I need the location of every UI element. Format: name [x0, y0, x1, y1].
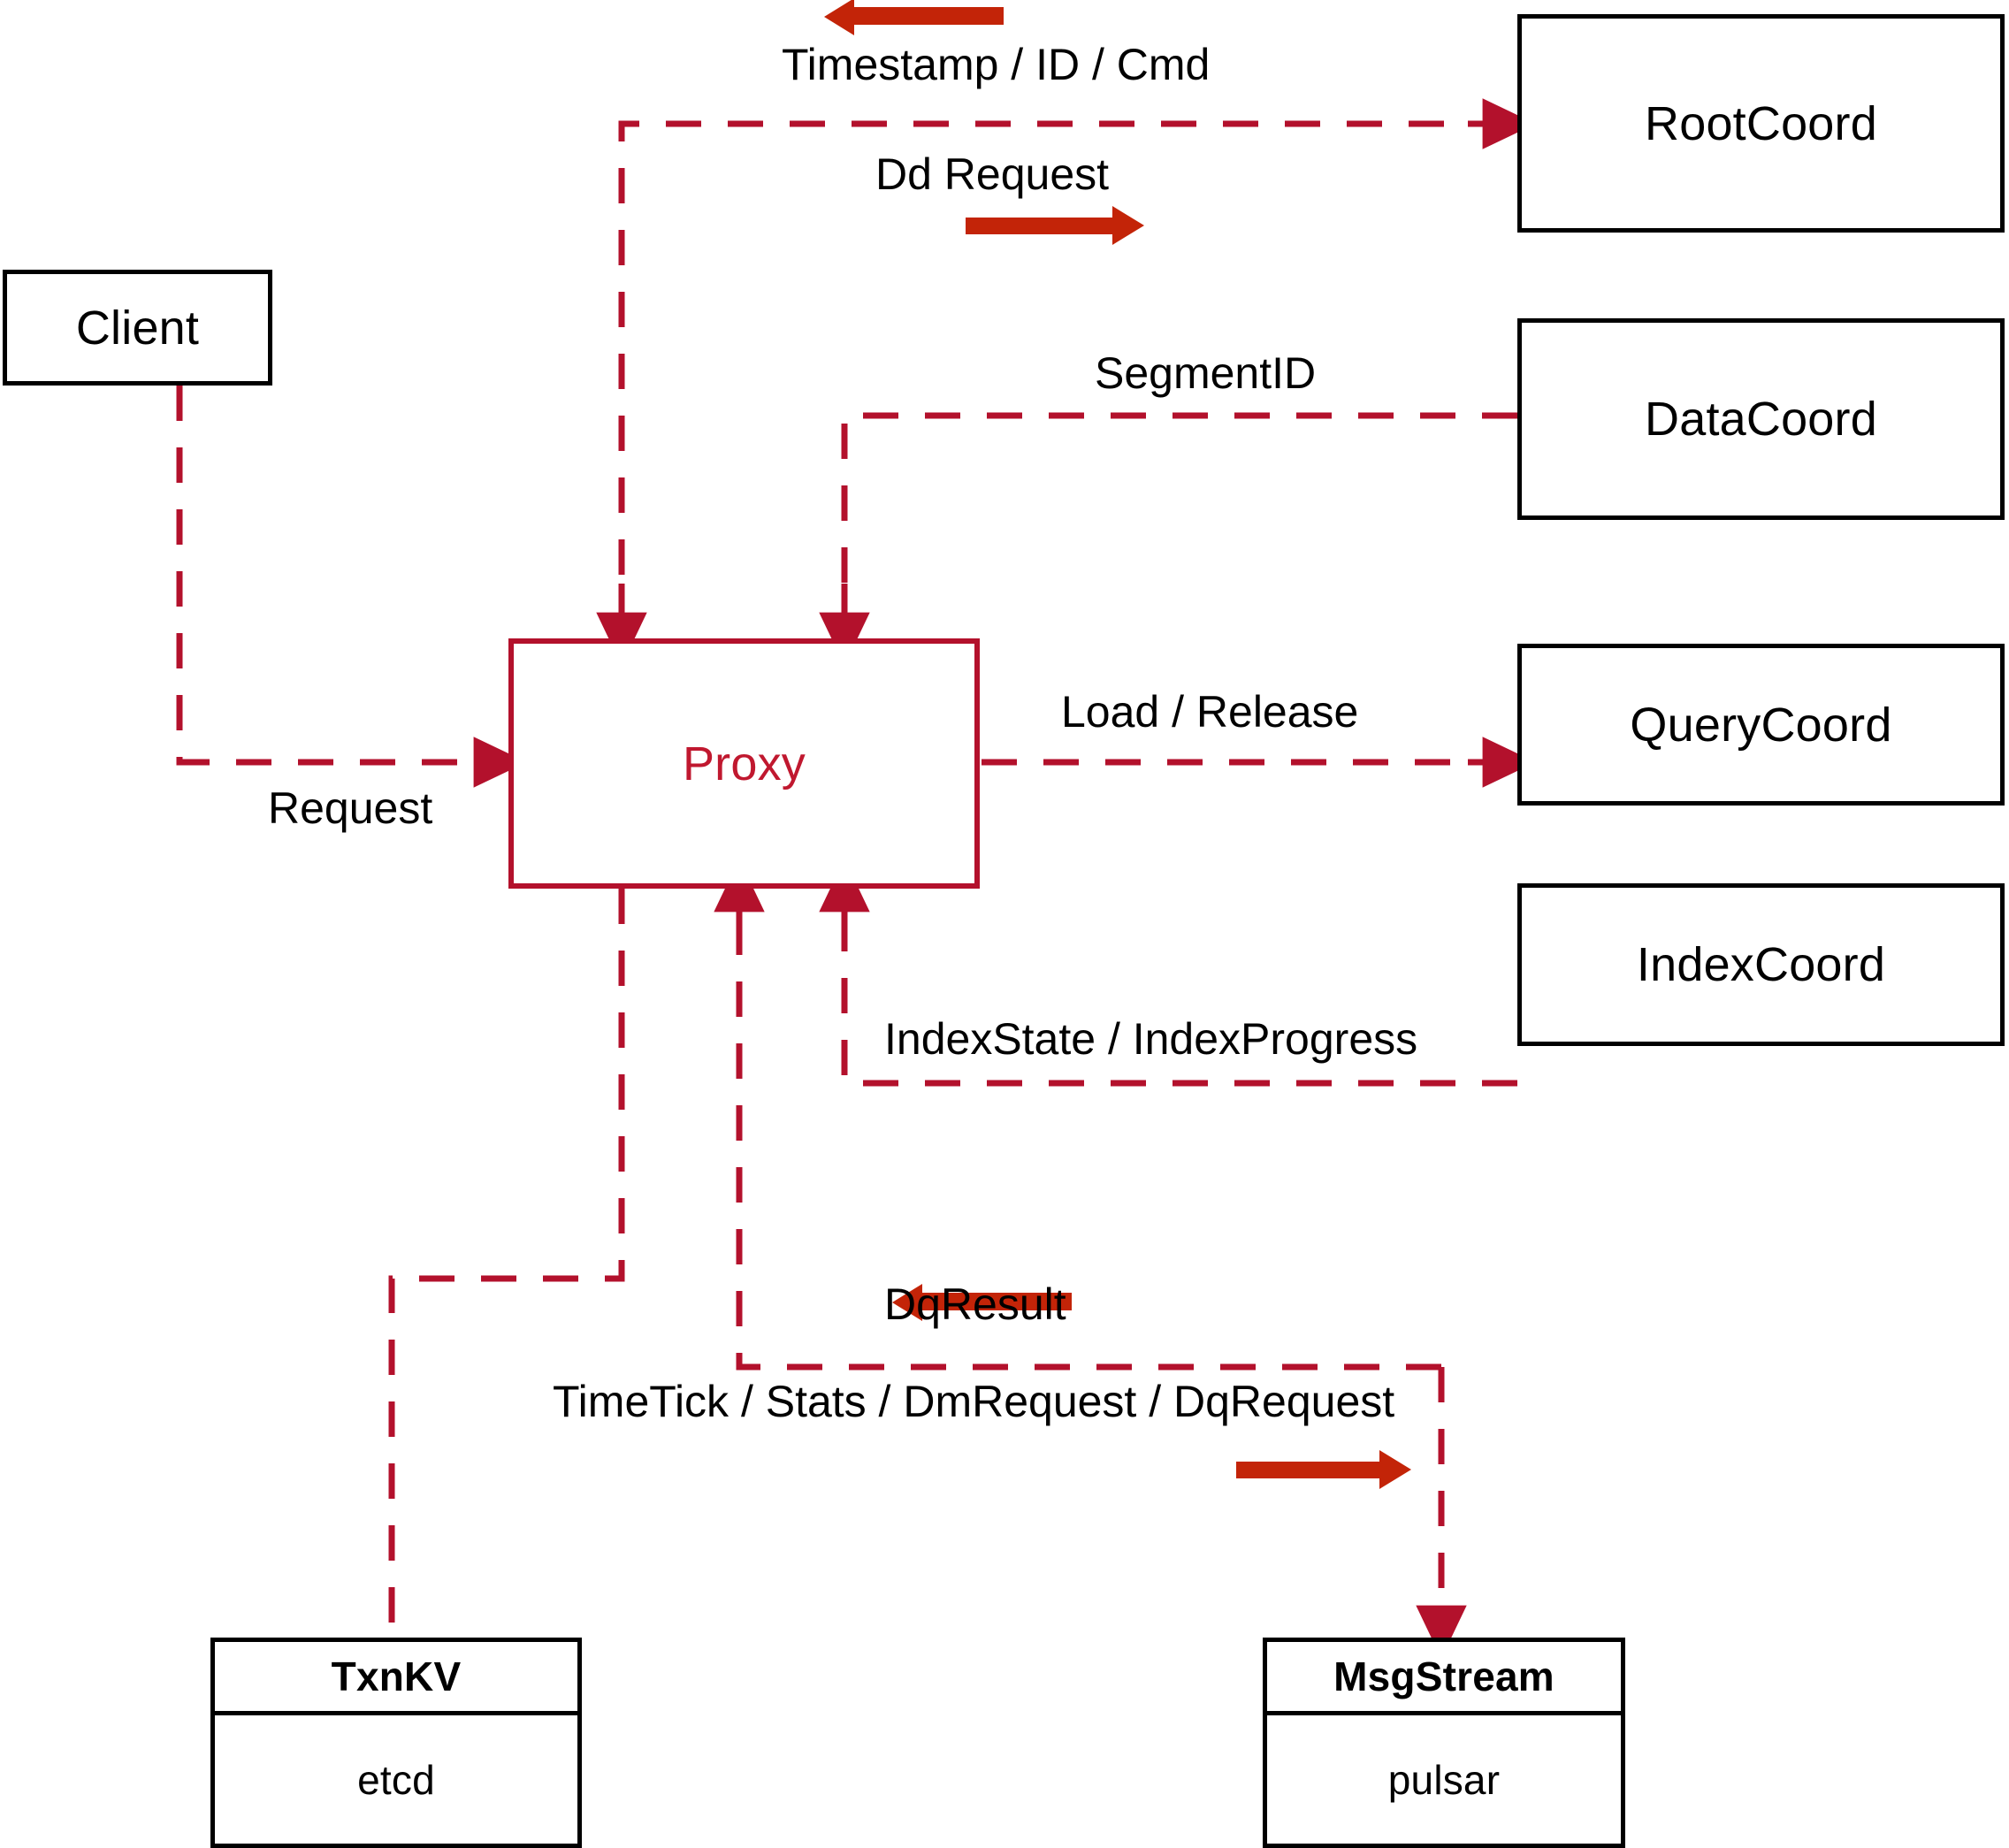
edge-label-timetick-stats: TimeTick / Stats / DmRequest / DqRequest	[553, 1377, 1395, 1426]
edge-client-to-proxy	[176, 386, 527, 788]
edge-label-dq-result: DqResult	[884, 1279, 1066, 1329]
edge-label-load-release: Load / Release	[1061, 687, 1359, 737]
node-querycoord[interactable]: QueryCoord	[1517, 644, 2005, 806]
node-indexcoord[interactable]: IndexCoord	[1517, 883, 2005, 1046]
node-proxy[interactable]: Proxy	[508, 638, 980, 889]
node-datacoord-label: DataCoord	[1645, 393, 1877, 446]
edge-label-segment-id: SegmentID	[1095, 348, 1317, 398]
edge-label-timestamp-id-cmd: Timestamp / ID / Cmd	[782, 40, 1211, 89]
node-rootcoord-label: RootCoord	[1645, 96, 1877, 150]
edge-datacoord-to-proxy	[841, 412, 1517, 637]
edge-label-request: Request	[268, 783, 433, 833]
node-msgstream-body: pulsar	[1267, 1715, 1621, 1844]
bold-arrow-right-dd-request	[966, 206, 1144, 245]
node-txnkv-impl: etcd	[357, 1756, 435, 1803]
bold-arrow-right-timetick	[1236, 1450, 1411, 1489]
node-txnkv-header: TxnKV	[215, 1642, 577, 1715]
node-msgstream-title: MsgStream	[1333, 1653, 1554, 1699]
node-txnkv-body: etcd	[215, 1715, 577, 1844]
node-txnkv[interactable]: TxnKV etcd	[210, 1638, 582, 1848]
edge-label-index-state-progress: IndexState / IndexProgress	[884, 1014, 1418, 1064]
node-txnkv-title: TxnKV	[331, 1653, 462, 1699]
node-msgstream-header: MsgStream	[1267, 1642, 1621, 1715]
edge-msgstream-to-proxy	[736, 893, 1441, 1371]
bold-arrow-left-timestamp	[824, 0, 1004, 35]
node-msgstream[interactable]: MsgStream pulsar	[1263, 1638, 1625, 1848]
edge-label-dd-request: Dd Request	[875, 149, 1110, 199]
node-proxy-label: Proxy	[682, 737, 806, 790]
node-client-label: Client	[75, 301, 200, 355]
edge-proxy-to-txnkv	[388, 889, 625, 1638]
node-datacoord[interactable]: DataCoord	[1517, 318, 2005, 520]
node-indexcoord-label: IndexCoord	[1636, 938, 1886, 991]
edge-proxy-to-rootcoord	[618, 120, 1509, 637]
node-rootcoord[interactable]: RootCoord	[1517, 14, 2005, 233]
node-msgstream-impl: pulsar	[1387, 1756, 1501, 1803]
node-querycoord-label: QueryCoord	[1630, 698, 1892, 752]
node-client[interactable]: Client	[3, 270, 272, 386]
